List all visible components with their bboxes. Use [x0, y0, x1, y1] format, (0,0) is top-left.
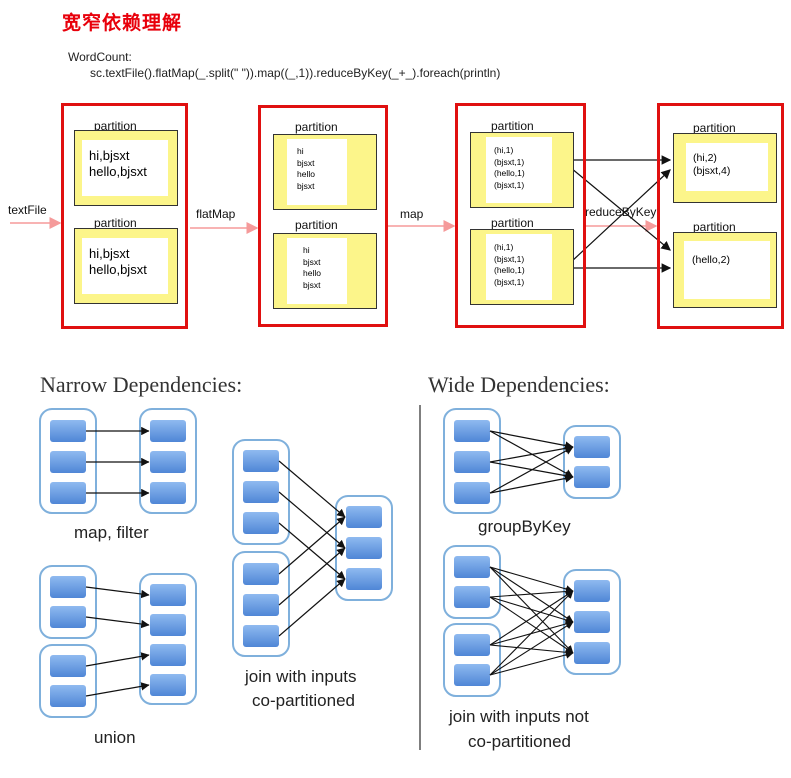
partition-label: partition	[94, 119, 137, 133]
stage-map: partition (hi,1) (bjsxt,1) (hello,1) (bj…	[455, 103, 586, 328]
partition-box: hi bjsxt hello bjsxt	[273, 134, 377, 210]
partition-box: (hello,2)	[673, 232, 777, 308]
partition-content: (hi,1) (bjsxt,1) (hello,1) (bjsxt,1)	[486, 137, 552, 203]
record: (bjsxt,4)	[693, 165, 731, 177]
partition-label: partition	[491, 119, 534, 133]
partition-content: (hi,1) (bjsxt,1) (hello,1) (bjsxt,1)	[486, 234, 552, 300]
partition-box: (hi,1) (bjsxt,1) (hello,1) (bjsxt,1)	[470, 132, 574, 208]
reducebykey-label: reduceByKey	[585, 205, 657, 219]
record: (bjsxt,1)	[494, 156, 525, 167]
record: hi,bjsxt	[89, 148, 130, 163]
partition-content: (hi,2) (bjsxt,4)	[686, 143, 768, 191]
join-not-copartitioned-caption-1: join with inputs not	[448, 707, 589, 726]
record: bjsxt	[297, 157, 315, 168]
partition-content: (hello,2)	[684, 241, 770, 299]
record: hello	[297, 169, 315, 179]
union-group	[39, 565, 197, 718]
join-copartitioned-caption-2: co-partitioned	[252, 691, 355, 710]
narrow-title: Narrow Dependencies:	[40, 372, 242, 397]
stage-flatmap: partition hi bjsxt hello bjsxt partition…	[258, 105, 388, 327]
record: hello	[303, 268, 321, 278]
groupbykey-caption: groupByKey	[478, 517, 571, 536]
stage-reducebykey: partition (hi,2) (bjsxt,4) partition (he…	[657, 103, 784, 329]
partition-box: (hi,1) (bjsxt,1) (hello,1) (bjsxt,1)	[470, 229, 574, 305]
code-line: sc.textFile().flatMap(_.split(" ")).map(…	[90, 66, 501, 80]
record: (hello,1)	[494, 168, 525, 178]
record: (hi,1)	[494, 145, 514, 155]
join-copartitioned-caption-1: join with inputs	[244, 667, 357, 686]
union-caption: union	[94, 728, 136, 747]
record: bjsxt	[297, 180, 315, 191]
record: (hi,2)	[693, 152, 717, 164]
record: bjsxt	[303, 279, 321, 290]
partition-content: hi bjsxt hello bjsxt	[287, 139, 347, 205]
record: hi,bjsxt	[89, 246, 130, 261]
record: hello,bjsxt	[89, 262, 147, 277]
stage-textfile: partition hi,bjsxt hello,bjsxt partition…	[61, 103, 188, 329]
groupbykey-group	[443, 408, 621, 514]
map-label: map	[400, 207, 424, 221]
partition-box: (hi,2) (bjsxt,4)	[673, 133, 777, 203]
partition-box: hi,bjsxt hello,bjsxt	[74, 228, 178, 304]
partition-content: hi,bjsxt hello,bjsxt	[82, 140, 168, 196]
flatmap-label: flatMap	[196, 207, 236, 221]
page-title: 宽窄依赖理解	[62, 12, 183, 34]
join-copartitioned-group	[232, 439, 393, 657]
code-label: WordCount:	[68, 50, 132, 64]
shuffle-arrow-3	[570, 169, 671, 263]
partition-box: hi bjsxt hello bjsxt	[273, 233, 377, 309]
partition-label: partition	[295, 120, 338, 134]
partition-content: hi bjsxt hello bjsxt	[287, 238, 347, 304]
record: hi	[303, 245, 310, 255]
partition-label: partition	[693, 220, 736, 234]
join-not-copartitioned-caption-2: co-partitioned	[468, 732, 571, 751]
partition-label: partition	[491, 216, 534, 230]
partition-label: partition	[295, 218, 338, 232]
partition-label: partition	[693, 121, 736, 135]
map-filter-caption: map, filter	[74, 523, 149, 542]
wide-title: Wide Dependencies:	[428, 372, 610, 397]
map-filter-group	[39, 408, 197, 514]
record: hello,bjsxt	[89, 164, 147, 179]
partition-label: partition	[94, 216, 137, 230]
record: (bjsxt,1)	[494, 276, 525, 287]
record: (bjsxt,1)	[494, 179, 525, 190]
record: (hi,1)	[494, 242, 514, 252]
shuffle-arrow-2	[570, 167, 671, 251]
record: bjsxt	[303, 256, 321, 267]
record: (hello,2)	[692, 254, 730, 266]
record: (bjsxt,1)	[494, 253, 525, 264]
join-not-copartitioned-group	[443, 545, 621, 697]
partition-content: hi,bjsxt hello,bjsxt	[82, 238, 168, 294]
textfile-label: textFile	[8, 203, 47, 217]
record: (hello,1)	[494, 265, 525, 275]
partition-box: hi,bjsxt hello,bjsxt	[74, 130, 178, 206]
record: hi	[297, 146, 304, 156]
